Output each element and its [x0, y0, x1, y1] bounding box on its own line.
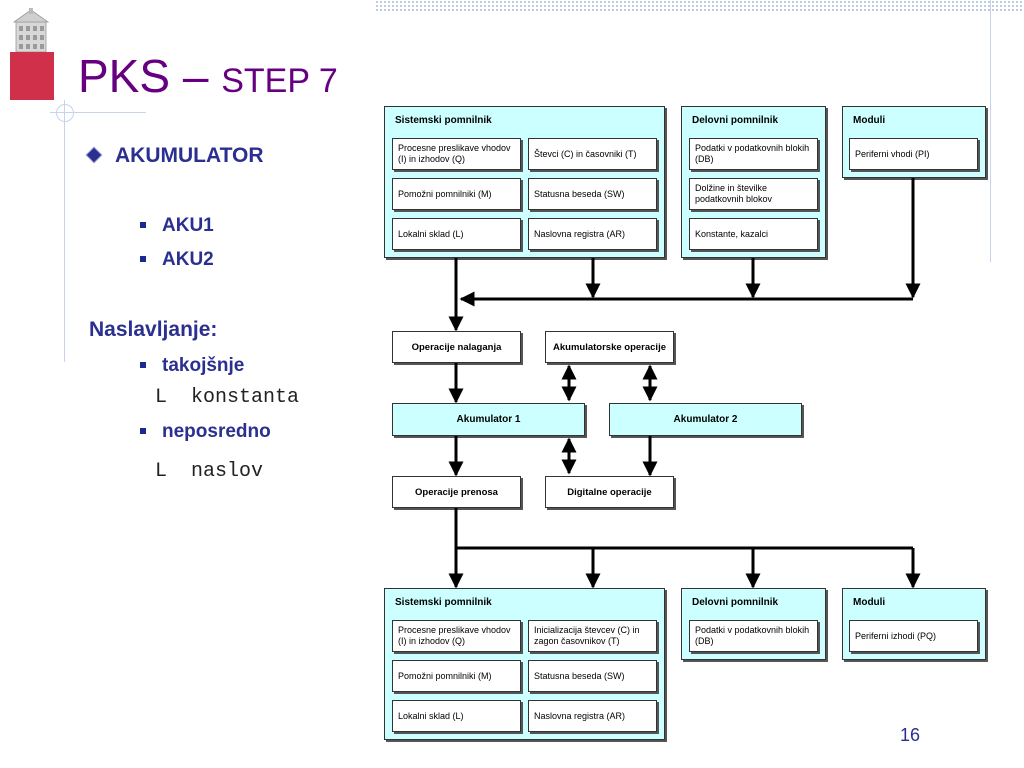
- title-main: PKS –: [78, 50, 209, 102]
- example-konstanta: L konstanta: [155, 386, 300, 409]
- sub-item-takojsnje: takojšnje: [140, 355, 244, 377]
- bottom-cell-local-stack: Lokalni sklad (L): [392, 700, 521, 732]
- box-title: Delovni pomnilnik: [692, 597, 779, 608]
- frame-line-right: [990, 0, 991, 262]
- box-title: Moduli: [853, 597, 886, 608]
- box-title: Delovni pomnilnik: [692, 115, 779, 126]
- box-title: Moduli: [853, 115, 886, 126]
- frame-line-horizontal: [50, 112, 146, 113]
- op-transfer: Operacije prenosa: [392, 476, 521, 508]
- top-cell-address-registers: Naslovna registra (AR): [528, 218, 657, 250]
- top-cell-marker-memory: Pomožni pomnilniki (M): [392, 178, 521, 210]
- top-cell-peripheral-inputs: Periferni vhodi (PI): [849, 138, 978, 170]
- logo-red-block: [10, 52, 54, 100]
- slide-title: PKS – STEP 7: [78, 50, 338, 107]
- sub-item-label: AKU1: [162, 215, 214, 236]
- top-cell-local-stack: Lokalni sklad (L): [392, 218, 521, 250]
- box-title: Sistemski pomnilnik: [395, 115, 492, 126]
- title-step: STEP 7: [221, 62, 338, 100]
- building-icon: [12, 8, 50, 52]
- example-naslov: L naslov: [155, 460, 264, 483]
- bullet-akumulator-label: AKUMULATOR: [115, 144, 264, 167]
- op-accumulator-ops: Akumulatorske operacije: [545, 331, 674, 363]
- page-number: 16: [900, 725, 921, 745]
- top-cell-constants-pointers: Konstante, kazalci: [689, 218, 818, 250]
- bottom-cell-data-blocks: Podatki v podatkovnih blokih (DB): [689, 620, 818, 652]
- square-bullet-icon: [140, 256, 146, 262]
- accumulator-1: Akumulator 1: [392, 403, 585, 436]
- square-bullet-icon: [140, 222, 146, 228]
- frame-line-left: [64, 100, 65, 362]
- university-logo: [10, 8, 54, 100]
- accumulator-2: Akumulator 2: [609, 403, 802, 436]
- bottom-cell-counters-init: Inicializacija števcev (C) in zagon časo…: [528, 620, 657, 652]
- sub-item-label: neposredno: [162, 421, 271, 442]
- sub-item-aku1: AKU1: [140, 215, 214, 237]
- frame-circle: [56, 104, 74, 122]
- bottom-cell-address-registers: Naslovna registra (AR): [528, 700, 657, 732]
- square-bullet-icon: [140, 428, 146, 434]
- bottom-cell-status-word: Statusna beseda (SW): [528, 660, 657, 692]
- dotted-header-band: [375, 0, 1024, 12]
- op-load: Operacije nalaganja: [392, 331, 521, 363]
- box-title: Sistemski pomnilnik: [395, 597, 492, 608]
- sub-item-label: takojšnje: [162, 355, 245, 376]
- op-digital: Digitalne operacije: [545, 476, 674, 508]
- top-cell-status-word: Statusna beseda (SW): [528, 178, 657, 210]
- bullet-akumulator: AKUMULATOR: [86, 144, 264, 168]
- square-bullet-icon: [140, 362, 146, 368]
- sub-item-neposredno: neposredno: [140, 421, 271, 443]
- bottom-cell-process-images: Procesne preslikave vhodov (I) in izhodo…: [392, 620, 521, 652]
- top-cell-block-lengths: Dolžine in številke podatkovnih blokov: [689, 178, 818, 210]
- sub-item-aku2: AKU2: [140, 249, 214, 271]
- sub-item-label: AKU2: [162, 249, 214, 270]
- top-cell-process-images: Procesne preslikave vhodov (I) in izhodo…: [392, 138, 521, 170]
- heading-naslavljanje: Naslavljanje:: [89, 318, 218, 341]
- top-cell-counters-timers: Števci (C) in časovniki (T): [528, 138, 657, 170]
- bottom-cell-marker-memory: Pomožni pomnilniki (M): [392, 660, 521, 692]
- bottom-cell-peripheral-outputs: Periferni izhodi (PQ): [849, 620, 978, 652]
- top-cell-data-blocks: Podatki v podatkovnih blokih (DB): [689, 138, 818, 170]
